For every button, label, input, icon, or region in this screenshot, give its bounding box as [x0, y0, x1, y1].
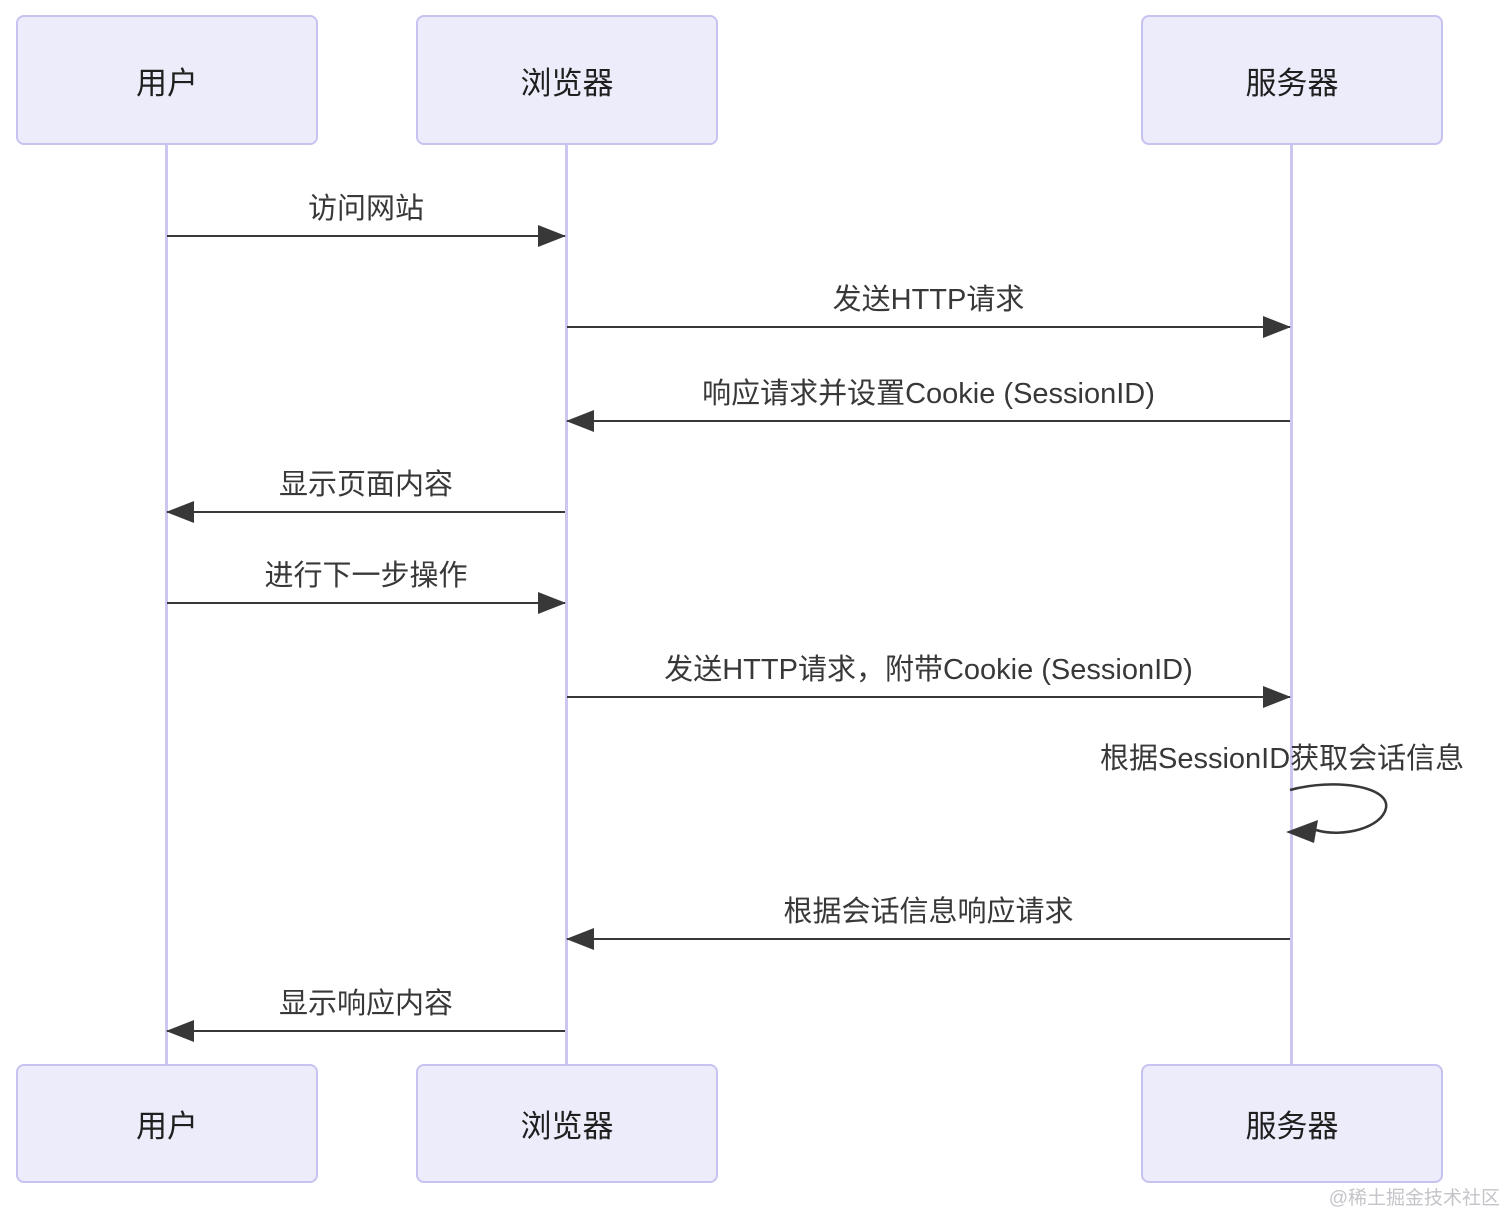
message-label: 访问网站 — [307, 193, 424, 225]
arrow-line — [167, 235, 565, 237]
actor-box-user-bottom: 用户 — [16, 1064, 318, 1183]
message-label: 发送HTTP请求，附带Cookie (SessionID) — [664, 654, 1193, 686]
actor-box-server-bottom: 服务器 — [1141, 1064, 1443, 1183]
message-label: 显示响应内容 — [278, 988, 453, 1020]
arrowhead-left-icon — [566, 928, 594, 950]
actor-label-server: 服务器 — [1245, 65, 1339, 101]
arrow-line — [567, 696, 1290, 698]
message-show-page-content: 显示页面内容 — [166, 466, 565, 524]
arrowhead-right-icon — [1263, 316, 1291, 338]
actor-label-server: 服务器 — [1245, 1109, 1339, 1144]
lifeline-server — [1290, 145, 1293, 1064]
message-label: 显示页面内容 — [278, 469, 453, 501]
actor-label-browser: 浏览器 — [520, 65, 614, 101]
arrow-line — [167, 602, 565, 604]
message-send-http-request: 发送HTTP请求 — [567, 281, 1291, 339]
arrow-line — [567, 326, 1290, 328]
arrow-line — [167, 511, 565, 513]
arrow-line — [567, 938, 1290, 940]
actor-label-user: 用户 — [136, 1109, 198, 1144]
arrowhead-right-icon — [538, 592, 566, 614]
message-label-get-session-info: 根据SessionID获取会话信息 — [1100, 743, 1465, 775]
message-show-response-content: 显示响应内容 — [166, 985, 565, 1043]
arrowhead-left-icon — [566, 410, 594, 432]
message-label: 发送HTTP请求 — [832, 284, 1025, 316]
actor-box-user-top: 用户 — [16, 15, 318, 145]
message-respond-with-session: 根据会话信息响应请求 — [566, 893, 1290, 951]
actor-box-server-top: 服务器 — [1141, 15, 1443, 145]
lifeline-browser — [565, 145, 568, 1064]
message-send-http-with-cookie: 发送HTTP请求，附带Cookie (SessionID) — [567, 651, 1291, 709]
lifeline-user — [165, 145, 168, 1064]
actor-box-browser-top: 浏览器 — [416, 15, 718, 145]
watermark: @稀土掘金技术社区 — [1328, 1188, 1500, 1209]
message-label: 响应请求并设置Cookie (SessionID) — [702, 378, 1155, 410]
actor-box-browser-bottom: 浏览器 — [416, 1064, 718, 1183]
arrowhead-right-icon — [538, 225, 566, 247]
actor-label-browser: 浏览器 — [520, 1109, 614, 1144]
message-visit-site: 访问网站 — [167, 190, 566, 248]
arrowhead-left-icon — [166, 1020, 194, 1042]
arrow-line — [567, 420, 1290, 422]
message-label: 根据会话信息响应请求 — [783, 896, 1074, 928]
message-label: 进行下一步操作 — [264, 560, 468, 592]
message-respond-set-cookie: 响应请求并设置Cookie (SessionID) — [566, 375, 1290, 433]
self-loop-arrow-icon — [1286, 783, 1388, 843]
message-next-action: 进行下一步操作 — [167, 557, 566, 615]
actor-label-user: 用户 — [136, 65, 198, 101]
arrowhead-right-icon — [1263, 686, 1291, 708]
arrow-line — [167, 1030, 565, 1032]
arrowhead-left-icon — [166, 501, 194, 523]
